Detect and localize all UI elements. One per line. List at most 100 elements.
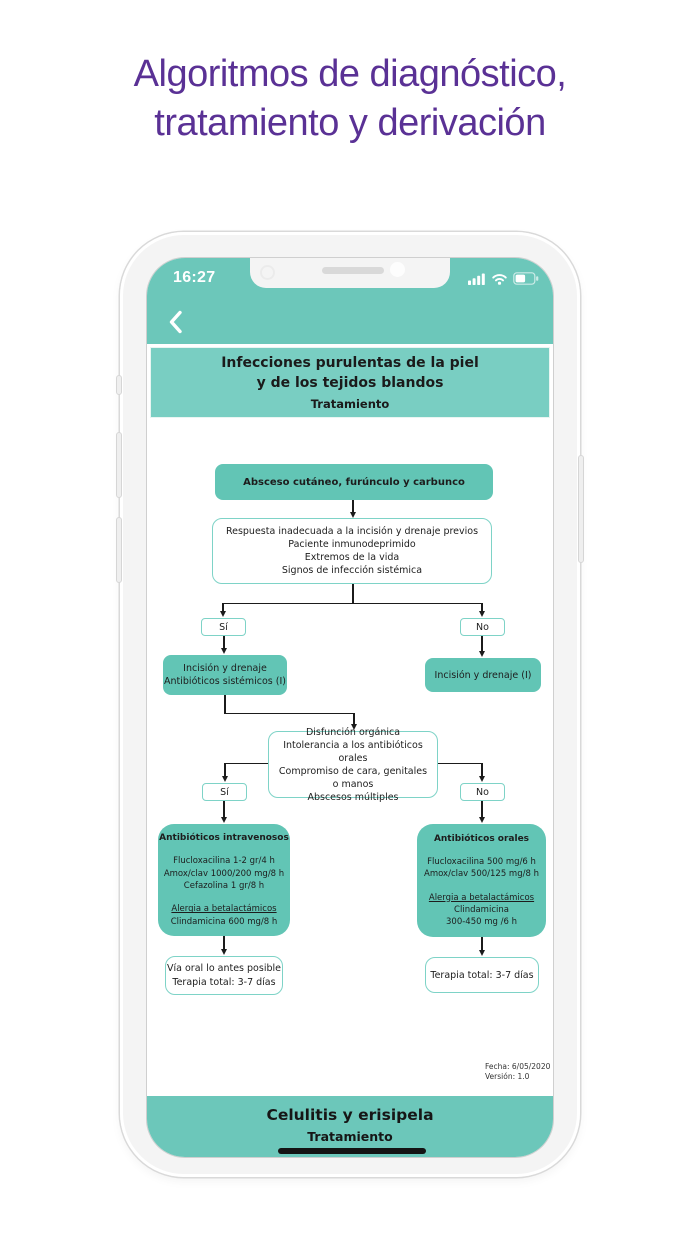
- page-title-line1: Algoritmos de diagnóstico,: [133, 53, 567, 95]
- mute-switch: [116, 375, 122, 395]
- flow-node-criteria2: Disfunción orgánica Intolerancia a los a…: [268, 727, 438, 803]
- connector-line: [224, 695, 226, 714]
- arrowhead: [220, 949, 227, 955]
- flow-tag-no1: No: [460, 618, 505, 636]
- status-time: 16:27: [173, 269, 216, 286]
- next-section-subtitle: Tratamiento: [307, 1129, 393, 1144]
- flow-node-iv-antibiotics: Antibióticos intravenosos Flucloxacilina…: [158, 824, 290, 936]
- flow-node-start-label: Absceso cutáneo, furúnculo y carbunco: [243, 476, 465, 488]
- criteria2-line: Intolerancia a los antibióticos orales: [283, 739, 423, 764]
- arrowhead: [221, 776, 228, 782]
- flow-node-incision-only: Incisión y drenaje (I): [425, 658, 541, 692]
- connector-line: [223, 936, 225, 949]
- arrowhead: [478, 611, 485, 617]
- arrowhead: [220, 648, 227, 654]
- connector-line: [224, 712, 356, 714]
- oral-allergy-title: Alergia a betalactámicos: [428, 892, 535, 903]
- page-title-line2: tratamiento y derivación: [154, 102, 546, 144]
- yes-label: Sí: [220, 786, 229, 798]
- connector-line: [224, 762, 226, 777]
- phone-screen: 16:27: [147, 258, 553, 1157]
- criteria2-line: o manos: [332, 778, 374, 790]
- flow-node-start: Absceso cutáneo, furúnculo y carbunco: [215, 464, 493, 500]
- criteria2-line: Disfunción orgánica: [305, 726, 401, 738]
- connector-line: [223, 636, 225, 648]
- criteria1-line: Paciente inmunodeprimido: [288, 538, 416, 550]
- next-section-title: Celulitis y erisipela: [266, 1106, 434, 1124]
- connector-line: [481, 937, 483, 950]
- criteria1-line: Respuesta inadecuada a la incisión y dre…: [225, 525, 479, 537]
- connector-line: [353, 712, 355, 725]
- flow-tag-yes2: Sí: [202, 783, 247, 801]
- flow-node-criteria1: Respuesta inadecuada a la incisión y dre…: [212, 518, 492, 584]
- iv-line: Amox/clav 1000/200 mg/8 h: [163, 868, 285, 879]
- oral-title: Antibióticos orales: [433, 833, 530, 844]
- camera-icon: [390, 262, 405, 277]
- flow-node-oral-antibiotics: Antibióticos orales Flucloxacilina 500 m…: [417, 824, 546, 937]
- phone-frame: 16:27: [116, 232, 584, 1177]
- end-right-line: Terapia total: 3-7 días: [430, 969, 534, 981]
- iv-line: Cefazolina 1 gr/8 h: [183, 881, 265, 891]
- connector-line: [481, 636, 483, 651]
- flow-tag-no2: No: [460, 783, 505, 801]
- arrowhead: [478, 950, 485, 956]
- signal-icon: [468, 273, 485, 285]
- status-icons: [468, 272, 539, 285]
- oral-line: Amox/clav 500/125 mg/8 h: [424, 869, 539, 880]
- section-header-banner: Infecciones purulentas de la piel y de l…: [150, 347, 550, 418]
- arrowhead: [478, 817, 485, 823]
- meta-version: Versión: 1.0: [485, 1071, 530, 1081]
- flow-node-end-left: Vía oral lo antes posible Terapia total:…: [165, 956, 283, 995]
- phone-notch: [250, 258, 450, 288]
- criteria2-line: Abscesos múltiples: [307, 791, 399, 803]
- volume-up-button: [116, 432, 122, 498]
- criteria2-line: Compromiso de cara, genitales: [278, 765, 428, 777]
- criteria1-line: Extremos de la vida: [304, 552, 400, 563]
- arrowhead: [220, 817, 227, 823]
- connector-line: [225, 762, 268, 764]
- sensor-icon: [260, 265, 275, 280]
- section-title-line2: y de los tejidos blandos: [256, 374, 444, 391]
- yes-label: Sí: [219, 621, 228, 633]
- iv-allergy-line: Clindamicina 600 mg/8 h: [170, 916, 278, 927]
- connector-line: [481, 801, 483, 817]
- connector-line: [481, 602, 483, 612]
- battery-icon: [513, 272, 539, 285]
- connector-line: [222, 602, 224, 612]
- arrowhead: [219, 611, 226, 617]
- connector-line: [438, 762, 482, 764]
- flow-node-end-right: Terapia total: 3-7 días: [425, 957, 539, 993]
- oral-allergy-line: 300-450 mg /6 h: [446, 917, 517, 928]
- action-line: Incisión y drenaje: [183, 662, 267, 674]
- section-title-line1: Infecciones purulentas de la piel: [221, 354, 479, 371]
- connector-line: [223, 801, 225, 817]
- document-meta: Fecha: 6/05/2020 Versión: 1.0: [485, 1062, 550, 1081]
- arrowhead: [350, 724, 357, 730]
- iv-title: Antibióticos intravenosos: [159, 833, 289, 844]
- action-line: Antibióticos sistémicos (I): [164, 676, 286, 687]
- flow-tag-yes1: Sí: [201, 618, 246, 636]
- connector-line: [352, 584, 354, 603]
- app-header-bar: 16:27: [147, 258, 553, 344]
- volume-down-button: [116, 517, 122, 583]
- arrowhead: [478, 776, 485, 782]
- next-section-banner: Celulitis y erisipela Tratamiento: [147, 1096, 553, 1157]
- no-label: No: [476, 786, 489, 798]
- speaker-icon: [322, 267, 384, 274]
- connector-line: [352, 500, 354, 512]
- action-line: Incisión y drenaje (I): [434, 669, 532, 681]
- home-indicator[interactable]: [278, 1148, 426, 1154]
- no-label: No: [476, 621, 489, 633]
- arrowhead: [349, 511, 356, 518]
- connector-line: [481, 762, 483, 777]
- section-subtitle: Tratamiento: [310, 396, 390, 411]
- back-button[interactable]: [161, 308, 189, 336]
- page-title: Algoritmos de diagnóstico, tratamiento y…: [0, 50, 700, 148]
- oral-line: Flucloxacilina 500 mg/6 h: [427, 856, 536, 867]
- end-left-line: Vía oral lo antes posible: [167, 963, 281, 974]
- oral-allergy-line: Clindamicina: [454, 904, 509, 915]
- arrowhead: [478, 651, 485, 657]
- connector-line: [223, 602, 483, 604]
- criteria1-line: Signos de infección sistémica: [281, 565, 423, 577]
